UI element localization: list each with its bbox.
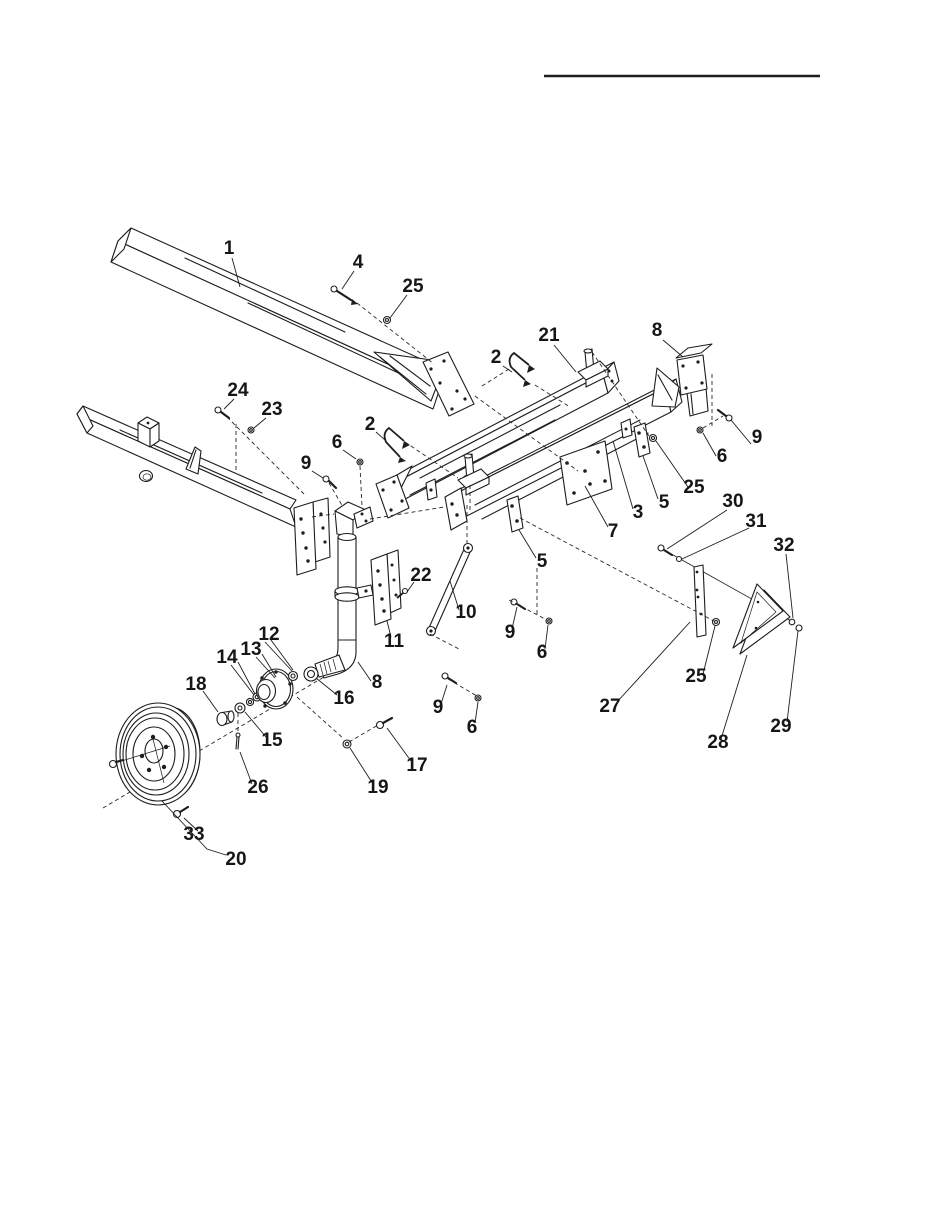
callout-25-b: 25 <box>683 477 705 498</box>
callout-1: 1 <box>224 238 235 259</box>
part-1-hitch-tube <box>110 227 475 417</box>
part-6-nut-b <box>696 426 704 434</box>
part-5-strap-right <box>633 422 651 458</box>
callout-28: 28 <box>707 732 728 753</box>
part-9-bolt-d <box>441 672 458 685</box>
part-25-nut <box>382 315 392 325</box>
callout-labels: 1 4 25 21 8 2 24 23 2 6 9 9 6 25 5 3 7 3… <box>183 238 794 870</box>
callout-11: 11 <box>384 631 405 652</box>
callout-27: 27 <box>599 696 620 717</box>
part-27-bracket-strap <box>693 564 707 638</box>
small-hardware <box>214 285 733 702</box>
part-5-strap-left <box>506 495 524 533</box>
part-12-washer <box>287 670 299 682</box>
end-plate <box>375 474 410 519</box>
hitch-plate <box>422 351 475 417</box>
callout-20: 20 <box>225 849 246 870</box>
part-30-bolt <box>657 544 674 557</box>
callout-12: 12 <box>258 624 279 645</box>
hub-and-bearings <box>216 666 394 750</box>
callout-5-a: 5 <box>537 551 548 572</box>
callout-4: 4 <box>353 252 364 273</box>
part-2-u-bolt-lower <box>383 426 410 463</box>
part-29-nut <box>795 624 803 632</box>
collar <box>334 584 374 602</box>
callout-16: 16 <box>333 688 354 709</box>
callout-9-d: 9 <box>433 697 444 718</box>
callout-13: 13 <box>240 639 261 660</box>
part-8-mount-bracket <box>675 343 713 417</box>
assembly-center-lines <box>226 302 724 743</box>
callout-9-b: 9 <box>752 427 763 448</box>
part-26-cotter-pin <box>235 732 241 750</box>
part-18-dust-cap <box>216 710 235 727</box>
lift-pin <box>577 348 609 388</box>
part-2-u-bolt-upper <box>508 351 535 387</box>
callout-2-a: 2 <box>491 347 502 368</box>
part-25-nut <box>711 617 721 627</box>
lug-bolt-icon <box>108 758 125 769</box>
callout-30: 30 <box>722 491 743 512</box>
lift-pin <box>457 453 490 496</box>
part-6-nut-a <box>356 458 364 466</box>
part-24-bolt <box>214 406 231 420</box>
callout-21: 21 <box>538 325 560 346</box>
callout-9-c: 9 <box>505 622 516 643</box>
callout-14: 14 <box>216 647 238 668</box>
callout-25-a: 25 <box>402 276 424 297</box>
callout-31: 31 <box>745 511 767 532</box>
callout-6-b: 6 <box>717 446 728 467</box>
part-10-brace-rod <box>425 542 474 637</box>
callout-17: 17 <box>406 755 427 776</box>
leader-lines <box>161 257 799 856</box>
callout-15: 15 <box>261 730 283 751</box>
part-4-bolt <box>330 285 358 305</box>
callout-2-b: 2 <box>365 414 376 435</box>
reflector-assembly <box>657 544 803 655</box>
part-6-nut-d <box>474 694 482 702</box>
callout-3: 3 <box>633 502 644 523</box>
callout-33: 33 <box>183 824 204 845</box>
callout-29: 29 <box>770 716 791 737</box>
callout-25-c: 25 <box>685 666 707 687</box>
part-22-bolt <box>396 587 409 599</box>
part-17-bolt <box>375 716 394 730</box>
part-20-wheel-rim <box>111 702 201 806</box>
part-11-channel-bracket <box>370 549 402 626</box>
left-frame-tube <box>76 405 331 576</box>
callout-6-d: 6 <box>467 717 478 738</box>
part-31-spacer <box>675 555 683 563</box>
callout-23: 23 <box>261 399 282 420</box>
part-9-bolt-a <box>322 475 338 490</box>
part-32-nut <box>788 618 796 626</box>
part-16-washer <box>303 666 319 682</box>
callout-19: 19 <box>367 777 388 798</box>
callout-5-b: 5 <box>659 492 670 513</box>
part-3-main-cross-tube <box>444 367 683 531</box>
part-21-cross-tube <box>375 348 620 519</box>
callout-18: 18 <box>185 674 206 695</box>
part-15-spindle-nut <box>234 702 246 714</box>
callout-24: 24 <box>227 380 249 401</box>
callout-8-b: 8 <box>372 672 383 693</box>
callout-32: 32 <box>773 535 794 556</box>
part-6-nut-c <box>545 617 553 625</box>
part-23-nut <box>247 426 255 434</box>
part-28-smv-triangle <box>732 583 791 655</box>
part-25-nut-b <box>648 433 658 443</box>
part-8-spindle-weldment <box>314 501 374 679</box>
callout-8-a: 8 <box>652 320 663 341</box>
part-9-bolt-b <box>716 408 733 422</box>
callout-9-a: 9 <box>301 453 312 474</box>
callout-6-a: 6 <box>332 432 343 453</box>
part-13-hub <box>255 668 294 710</box>
callout-22: 22 <box>410 565 431 586</box>
callout-7: 7 <box>608 521 619 542</box>
spindle-axle <box>314 654 346 678</box>
callout-6-c: 6 <box>537 642 548 663</box>
callout-26: 26 <box>247 777 268 798</box>
callout-10: 10 <box>455 602 476 623</box>
